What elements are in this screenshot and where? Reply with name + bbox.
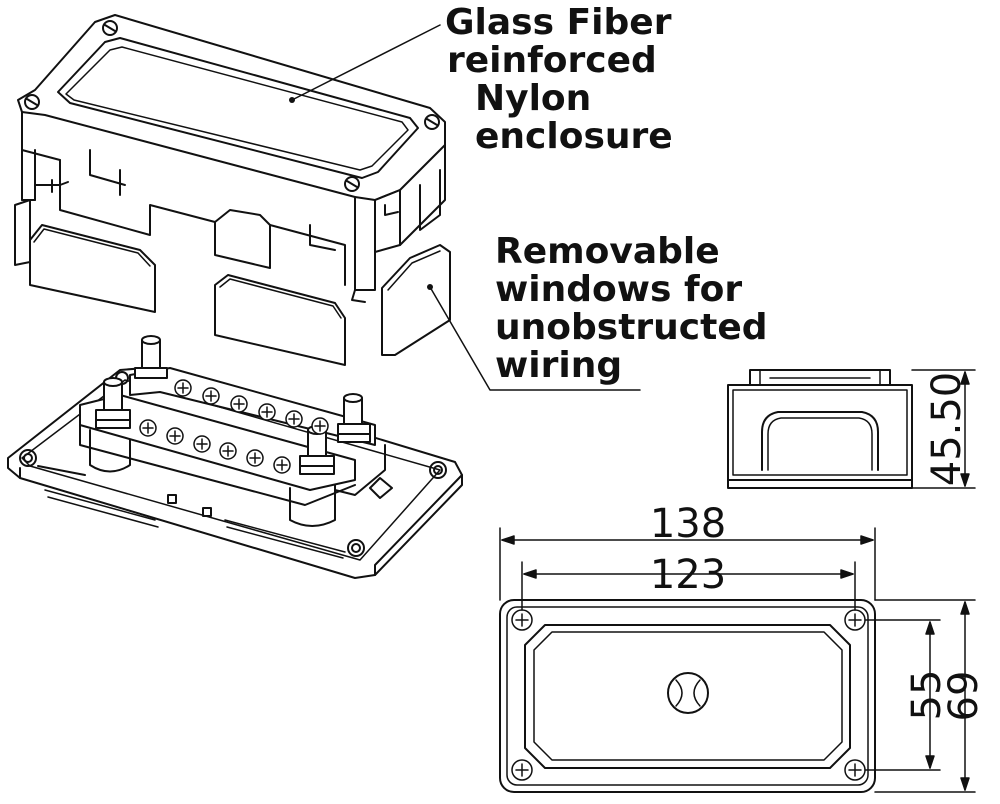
dimension-label-height: 45.50 <box>924 372 970 487</box>
dimension-width-holes <box>521 561 856 611</box>
removable-window-right <box>381 244 451 356</box>
screws-front-row <box>139 419 291 474</box>
dimension-label-depth-holes: 55 <box>904 670 950 721</box>
stud-rear-left <box>134 335 168 379</box>
windows-callout-line: unobstructed <box>495 307 768 348</box>
side-view <box>727 369 976 489</box>
bus-bar-assembly <box>79 335 393 527</box>
screws-rear-row <box>174 379 329 435</box>
enclosure-callout-leader <box>289 24 441 103</box>
corner-screws <box>511 609 866 781</box>
dimension-label-width-holes: 123 <box>650 552 726 598</box>
removable-window-left-rear <box>14 199 31 266</box>
enclosure-callout-line: reinforced <box>447 40 657 81</box>
windows-callout-line: wiring <box>495 345 623 386</box>
dimension-depth-outer <box>874 599 976 793</box>
enclosure-callout-line: enclosure <box>475 116 673 157</box>
removable-window-center <box>214 274 346 366</box>
dimension-width-outer <box>499 527 876 601</box>
dimension-depth-holes <box>864 619 941 771</box>
removable-window-left <box>29 224 156 313</box>
enclosure-lid <box>17 14 446 303</box>
exploded-view <box>7 14 641 579</box>
enclosure-callout-line: Glass Fiber <box>445 2 672 43</box>
stud-rear-right <box>337 393 371 443</box>
dimension-height <box>911 369 976 489</box>
enclosure-callout: Glass Fiber reinforced Nylon enclosure <box>445 4 673 156</box>
windows-callout-line: Removable <box>495 231 720 272</box>
stud-front-left <box>95 377 131 429</box>
dimension-label-depth-outer: 69 <box>941 671 987 722</box>
windows-callout-line: windows for <box>495 269 743 310</box>
top-view <box>499 527 976 793</box>
windows-callout-leader <box>429 286 641 391</box>
windows-callout: Removable windows for unobstructed wirin… <box>495 233 768 385</box>
dimension-label-width-outer: 138 <box>650 501 726 547</box>
enclosure-callout-line: Nylon <box>475 78 592 119</box>
